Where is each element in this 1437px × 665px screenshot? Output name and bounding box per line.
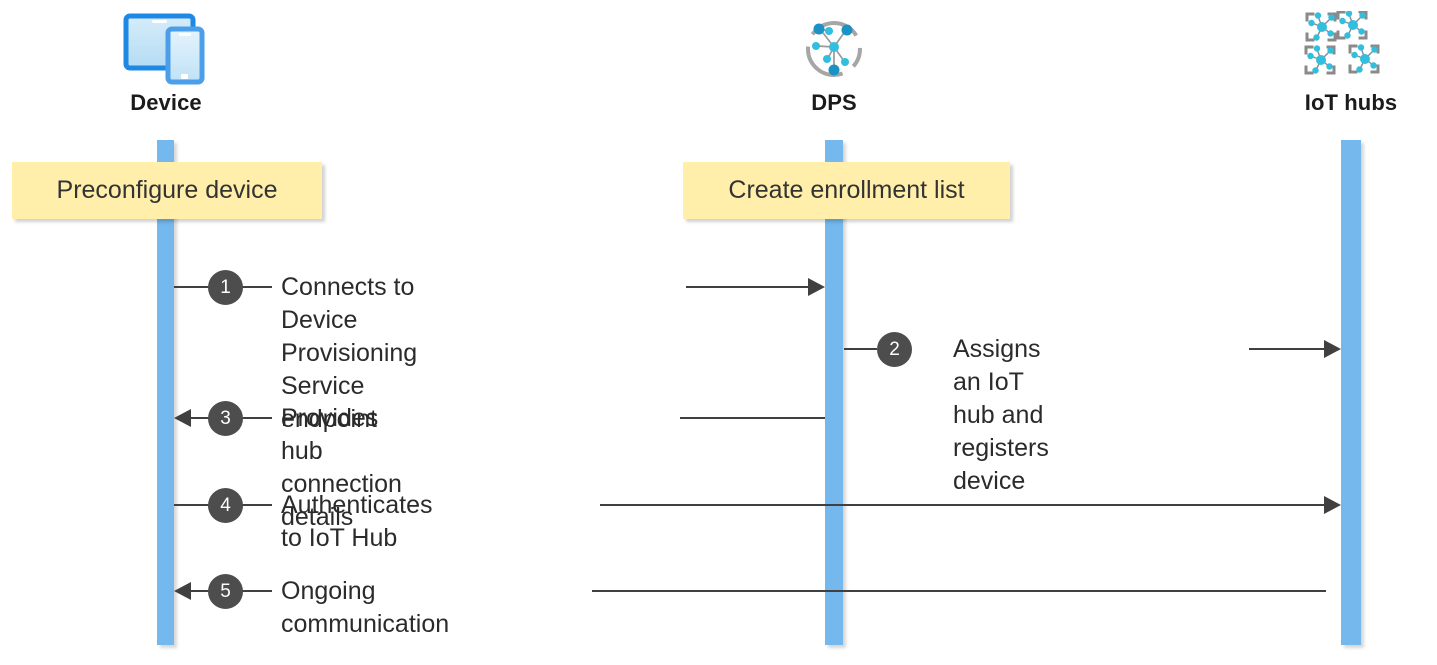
arrow-head-right: [808, 278, 825, 296]
actor-label-dps: DPS: [811, 90, 857, 115]
step-badge-5: 5: [208, 574, 243, 609]
iot-hubs-cluster-icon: [1251, 10, 1437, 88]
step-badge-4: 4: [208, 488, 243, 523]
actor-dps: DPS: [734, 10, 934, 116]
note-preconfigure-device: Preconfigure device: [12, 162, 322, 219]
message-text-3: Provides hub connection details: [281, 404, 402, 531]
step-badge-2: 2: [877, 332, 912, 367]
message-line-right: [592, 590, 1326, 592]
device-tablet-phone-icon: [66, 10, 266, 88]
note-text: Preconfigure device: [56, 176, 278, 204]
arrow-head-right: [1324, 496, 1341, 514]
message-line-right: [680, 417, 825, 419]
message-line-right: [600, 504, 1326, 506]
message-text-5: Ongoing communication: [281, 577, 450, 638]
message-line-right: [686, 286, 810, 288]
dps-network-circle-icon: [734, 10, 934, 88]
actor-device: Device: [66, 10, 266, 116]
message-text-2: Assigns an IoT hub and registers device: [953, 335, 1049, 495]
arrow-head-left: [174, 582, 191, 600]
note-text: Create enrollment list: [728, 176, 965, 204]
step-badge-1: 1: [208, 270, 243, 305]
actor-label-iot-hubs: IoT hubs: [1304, 90, 1398, 115]
actor-iot-hubs: IoT hubs: [1251, 10, 1437, 116]
lifeline-device: [157, 140, 174, 645]
message-text-4: Authenticates to IoT Hub: [281, 491, 433, 552]
message-line-left: [844, 348, 877, 350]
lifeline-iot-hubs: [1341, 140, 1361, 645]
note-create-enrollment-list: Create enrollment list: [683, 162, 1010, 219]
step-badge-3: 3: [208, 401, 243, 436]
message-line-right: [1249, 348, 1325, 350]
actor-label-device: Device: [130, 90, 202, 115]
arrow-head-right: [1324, 340, 1341, 358]
lifeline-dps: [825, 140, 843, 645]
arrow-head-left: [174, 409, 191, 427]
message-text-1: Connects to Device Provisioning Service …: [281, 273, 418, 433]
